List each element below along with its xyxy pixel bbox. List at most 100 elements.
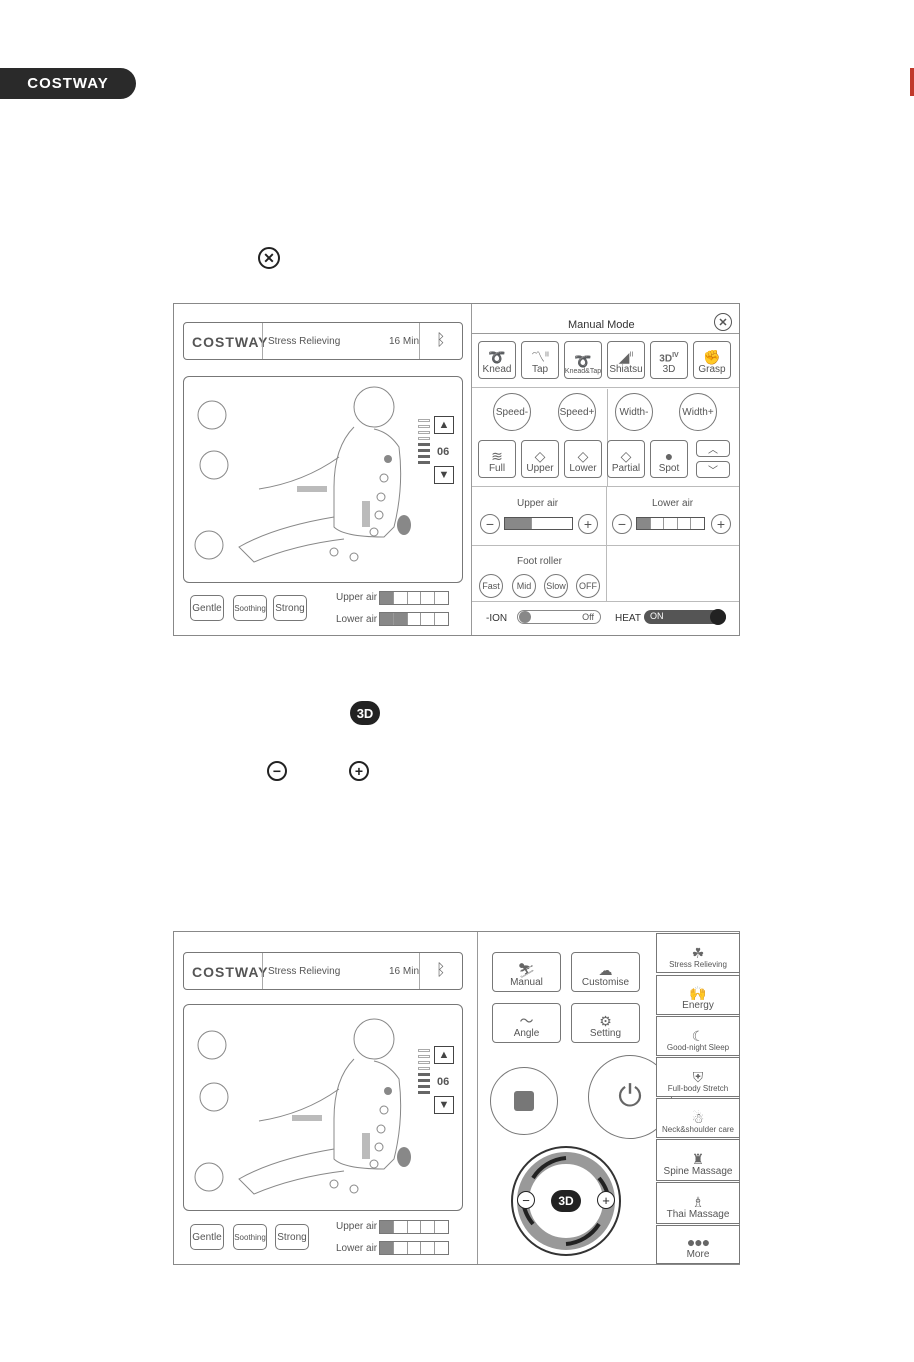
- program-more[interactable]: ●●●More: [656, 1225, 740, 1264]
- roller-fast-button[interactable]: Fast: [479, 574, 503, 598]
- body-diagram: ▲ 06 ▼: [183, 376, 463, 583]
- heat-label: HEAT: [615, 613, 641, 624]
- soothing-button[interactable]: Soothing: [233, 1224, 267, 1250]
- angle-button[interactable]: 〜Angle: [492, 1003, 561, 1043]
- full-button[interactable]: ≋Full: [478, 440, 516, 478]
- upper-air-label: Upper air: [336, 592, 378, 603]
- dial-minus-button[interactable]: −: [517, 1191, 535, 1209]
- status-header: COSTWAY Stress Relieving 16 Min ᛒ: [183, 952, 463, 990]
- level-bars: [418, 419, 430, 467]
- foot-roller-label: Foot roller: [517, 556, 563, 567]
- dial-plus-button[interactable]: +: [597, 1191, 615, 1209]
- knead-button[interactable]: ➰Knead: [478, 341, 516, 379]
- speed-down-button[interactable]: Speed-: [493, 393, 531, 431]
- program-stress-relieving[interactable]: ☘Stress Relieving: [656, 933, 740, 973]
- brand-tab: COSTWAY: [0, 68, 136, 99]
- main-screen: COSTWAY Stress Relieving 16 Min ᛒ: [173, 931, 740, 1265]
- thai-massage-icon: ♗: [691, 1194, 705, 1210]
- program-list: ☘Stress Relieving 🙌Energy ☾Good-night Sl…: [656, 932, 740, 1265]
- position-down-button[interactable]: ﹀: [696, 461, 730, 478]
- level-up-button[interactable]: ▲: [434, 1046, 454, 1064]
- manual-mode-screen: COSTWAY Stress Relieving 16 Min ᛒ: [173, 303, 740, 636]
- program-thai-massage[interactable]: ♗Thai Massage: [656, 1182, 740, 1224]
- cloud-gear-icon: ☁: [598, 962, 613, 978]
- program-good-night-sleep[interactable]: ☾Good-night Sleep: [656, 1016, 740, 1056]
- gentle-button[interactable]: Gentle: [190, 595, 224, 621]
- program-name: Stress Relieving: [268, 336, 341, 347]
- massage-chair-figure: [194, 386, 411, 563]
- setting-button[interactable]: ⚙Setting: [571, 1003, 640, 1043]
- lower-air-label: Lower air: [336, 614, 378, 625]
- chevron-up-icon: ︿: [708, 445, 718, 456]
- lower-air-plus-button[interactable]: +: [711, 514, 731, 534]
- bluetooth-icon[interactable]: ᛒ: [436, 332, 446, 349]
- more-icon: ●●●: [686, 1234, 710, 1250]
- knead-icon: ➰: [488, 349, 506, 365]
- gear-icon: ⚙: [599, 1013, 612, 1029]
- upper-air-label: Upper air: [336, 1221, 378, 1232]
- lower-air-minus-button[interactable]: −: [612, 514, 632, 534]
- program-neck-shoulder-care[interactable]: ☃Neck&shoulder care: [656, 1098, 740, 1138]
- roller-off-button[interactable]: OFF: [576, 574, 600, 598]
- massage-chair-figure: [194, 1018, 411, 1195]
- width-down-button[interactable]: Width-: [615, 393, 653, 431]
- program-full-body-stretch[interactable]: ⛨Full-body Stretch: [656, 1057, 740, 1097]
- close-icon[interactable]: ✕: [714, 313, 732, 331]
- logo: COSTWAY: [192, 334, 269, 350]
- strong-button[interactable]: Strong: [275, 1224, 309, 1250]
- body-diagram: ▲ 06 ▼: [183, 1004, 463, 1211]
- recline-icon: 〜: [519, 1013, 534, 1029]
- stop-button[interactable]: [490, 1067, 558, 1135]
- energy-icon: 🙌: [689, 985, 707, 1001]
- heat-toggle[interactable]: ON: [644, 609, 726, 625]
- lower-icon: ◇: [577, 448, 589, 464]
- upper-button[interactable]: ◇Upper: [521, 440, 559, 478]
- ion-toggle[interactable]: Off: [517, 610, 601, 624]
- timer: 16 Min: [389, 966, 420, 977]
- 3d-dial[interactable]: 3D − +: [511, 1146, 621, 1256]
- 3d-center-badge: 3D: [551, 1190, 581, 1212]
- status-header: COSTWAY Stress Relieving 16 Min ᛒ: [183, 322, 463, 360]
- roller-slow-button[interactable]: Slow: [544, 574, 568, 598]
- grasp-button[interactable]: ✊Grasp: [693, 341, 731, 379]
- lower-button[interactable]: ◇Lower: [564, 440, 602, 478]
- level-down-button[interactable]: ▼: [434, 1096, 454, 1114]
- program-name: Stress Relieving: [268, 966, 341, 977]
- stop-icon: [514, 1091, 534, 1111]
- level-up-button[interactable]: ▲: [434, 416, 454, 434]
- soothing-button[interactable]: Soothing: [233, 595, 267, 621]
- upper-air-plus-button[interactable]: +: [578, 514, 598, 534]
- partial-button[interactable]: ◇Partial: [607, 440, 645, 478]
- program-energy[interactable]: 🙌Energy: [656, 975, 740, 1015]
- spot-button[interactable]: ●Spot: [650, 440, 688, 478]
- timer: 16 Min: [389, 336, 420, 347]
- speed-up-button[interactable]: Speed+: [558, 393, 596, 431]
- upper-icon: ◇: [534, 448, 546, 464]
- 3d-icon: 3DIV: [659, 351, 679, 364]
- position-up-button[interactable]: ︿: [696, 440, 730, 457]
- level-value: 06: [437, 446, 450, 458]
- level-down-button[interactable]: ▼: [434, 466, 454, 484]
- logo: COSTWAY: [192, 964, 269, 980]
- lower-air-meter: [379, 612, 449, 626]
- bluetooth-icon[interactable]: ᛒ: [436, 962, 446, 979]
- knead-tap-button[interactable]: ➰Knead&Tap: [564, 341, 602, 379]
- customise-button[interactable]: ☁Customise: [571, 952, 640, 992]
- spine-icon: ♜: [691, 1151, 705, 1167]
- program-spine-massage[interactable]: ♜Spine Massage: [656, 1139, 740, 1181]
- manual-mode-title: Manual Mode: [568, 319, 635, 331]
- lower-air-meter: [379, 1241, 449, 1255]
- width-up-button[interactable]: Width+: [679, 393, 717, 431]
- roller-mid-button[interactable]: Mid: [512, 574, 536, 598]
- upper-air-minus-button[interactable]: −: [480, 514, 500, 534]
- gentle-button[interactable]: Gentle: [190, 1224, 224, 1250]
- close-icon: ✕: [258, 247, 280, 269]
- strong-button[interactable]: Strong: [273, 595, 307, 621]
- moon-icon: ☾: [691, 1028, 705, 1044]
- 3d-icon: 3D: [350, 701, 380, 725]
- stress-relieving-icon: ☘: [691, 945, 705, 961]
- manual-button[interactable]: ⛷Manual: [492, 952, 561, 992]
